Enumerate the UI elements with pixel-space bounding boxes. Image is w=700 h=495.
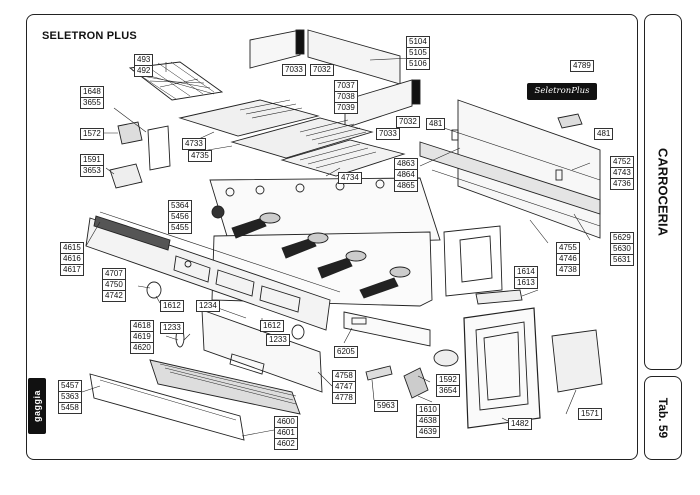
- part-label: 6205: [334, 346, 358, 358]
- model-badge: SeletronPlus: [527, 83, 597, 100]
- part-label: 1482: [508, 418, 532, 430]
- part-label: 481: [426, 118, 446, 130]
- part-label: 1233: [266, 334, 290, 346]
- door-frame: [463, 307, 541, 429]
- part-label: 1234: [196, 300, 220, 312]
- side-panels: [249, 29, 421, 129]
- feet-and-fittings: [365, 289, 523, 399]
- front-panel: [85, 211, 341, 331]
- table-number-tab: Tab. 59: [644, 376, 682, 460]
- part-label: 7032: [396, 116, 420, 128]
- base-block: [343, 311, 431, 347]
- right-panel: [551, 329, 603, 393]
- part-label: 4735: [188, 150, 212, 162]
- small-parts-left: [109, 121, 171, 189]
- diagram-title: SELETRON PLUS: [42, 30, 137, 42]
- brand-logo: gaggia: [28, 378, 46, 434]
- part-label: 1612: [260, 320, 284, 332]
- part-label: 1571: [578, 408, 602, 420]
- part-label: 4733: [182, 138, 206, 150]
- part-label: 5963: [374, 400, 398, 412]
- part-label: 7033: [282, 64, 306, 76]
- part-label: 1233: [160, 322, 184, 334]
- top-trays: [178, 99, 406, 177]
- part-label: 481: [594, 128, 614, 140]
- drawing-frame: [26, 14, 638, 460]
- section-tab: CARROCERIA: [644, 14, 682, 370]
- badge-clip: [557, 113, 583, 129]
- part-label: 7033: [376, 128, 400, 140]
- part-label: 1572: [80, 128, 104, 140]
- rear-panel: [419, 99, 601, 239]
- part-label: 4789: [570, 60, 594, 72]
- part-label: 7032: [310, 64, 334, 76]
- part-label: 1612: [160, 300, 184, 312]
- portafilters: [231, 212, 411, 299]
- part-label: 4734: [338, 172, 362, 184]
- drip-tray: [89, 309, 323, 441]
